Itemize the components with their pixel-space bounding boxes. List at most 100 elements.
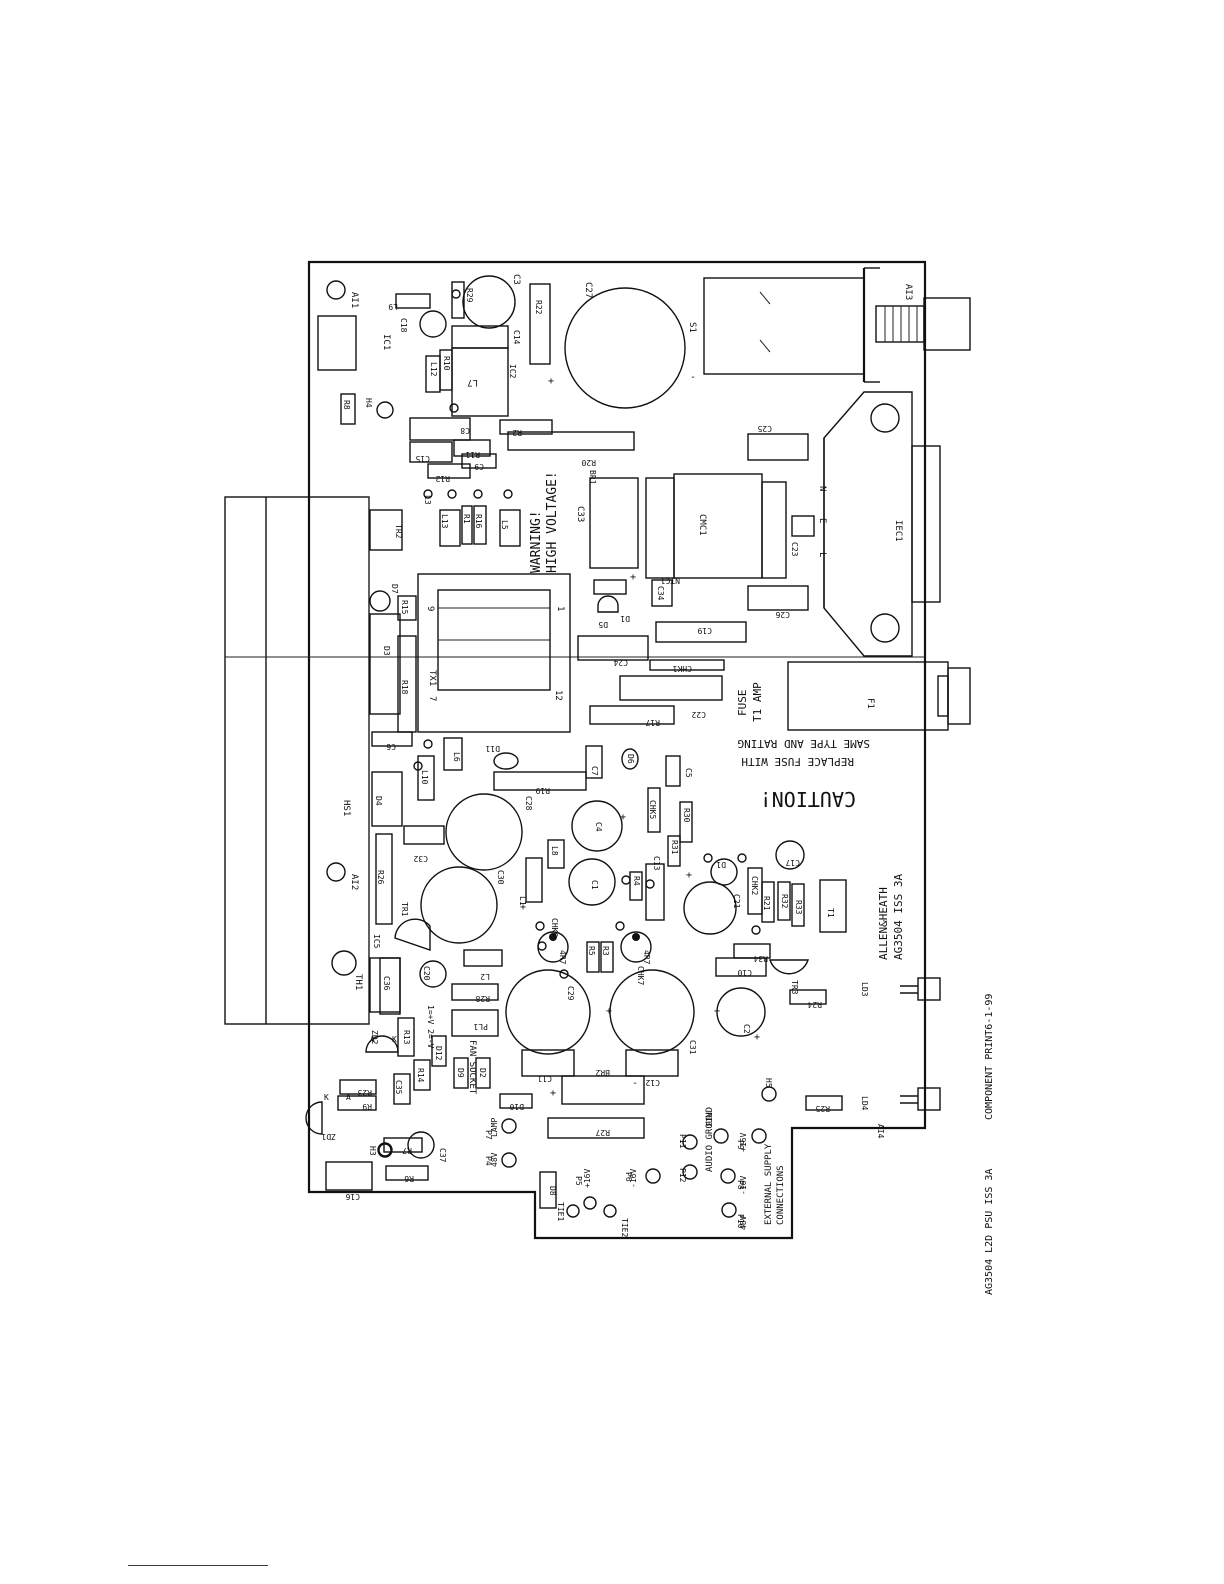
designator-r13-112: R13 (402, 1030, 411, 1045)
designator-r21-88: R21 (762, 896, 771, 911)
designator-d10-126: D10 (509, 1102, 524, 1111)
designator-c35-123: C35 (394, 1080, 403, 1095)
designator-c20-102: C20 (422, 966, 431, 981)
c10-body (715, 957, 767, 977)
pad-misc-1 (451, 289, 461, 299)
designator-d3-51: D3 (382, 646, 391, 656)
r26-body (375, 833, 393, 925)
designator-c15-19: C15 (415, 454, 430, 463)
designator-p10-147: P10 (736, 1214, 745, 1229)
fuse-label-1: FUSE (736, 690, 749, 717)
diode-d6 (621, 748, 639, 770)
designator-c21-87: C21 (732, 894, 741, 909)
r31-body (667, 835, 681, 867)
board-outline (307, 260, 927, 1240)
designator-hs1-67: HS1 (341, 800, 351, 816)
designator-d9-117: D9 (456, 1068, 465, 1078)
pad-misc-7 (423, 739, 433, 749)
designator-c27-3: C27 (583, 282, 593, 298)
designator-c18-7: C18 (399, 318, 408, 333)
designator-r12-23: R12 (435, 474, 450, 483)
designator-r34-99: R34 (753, 954, 768, 963)
zener-zd1 (305, 1101, 323, 1135)
designator-a-163: A (370, 1035, 375, 1044)
ic1 (317, 315, 357, 371)
capacitor-c21 (683, 881, 737, 935)
designator-r20-21: R20 (581, 458, 596, 467)
chk1-body (649, 659, 725, 671)
maker-line-2: AG3504 ISS 3A (892, 874, 905, 960)
designator-c14-8: C14 (512, 330, 521, 345)
designator-d8-146: D8 (548, 1186, 557, 1196)
designator-seven-53: 7 (427, 696, 437, 701)
mounting-hole-ai1 (326, 280, 346, 300)
c35-body (393, 1073, 411, 1105)
pad-h3 (378, 1143, 392, 1157)
designator-h4-16: H4 (364, 398, 373, 408)
designator-c11-119: C11 (537, 1074, 552, 1083)
r9-body (337, 1095, 377, 1111)
designator-th1-100: TH1 (353, 974, 363, 990)
designator-chk6-93: CHK6 (550, 918, 559, 937)
d9-body (453, 1057, 469, 1089)
designator-r1-28: R1 (462, 514, 471, 524)
capacitor-c2 (716, 987, 766, 1037)
audio-ground-label: AUDIO GROUND (705, 1107, 715, 1172)
pad-misc-14 (645, 879, 655, 889)
designator-l-36: L (817, 552, 827, 557)
designator-minus-158: - (632, 1078, 638, 1089)
designator-r14-116: R14 (416, 1068, 425, 1083)
pad-p13 (713, 1128, 729, 1144)
capacitor-c27 (564, 287, 686, 409)
fan-socket-label: FAN SOCKET (467, 1040, 477, 1095)
designator-l5-30: L5 (500, 520, 509, 530)
mounting-hole-h3 (377, 1142, 393, 1158)
designator-br1-24: BR1 (588, 470, 597, 485)
designator-zd2-111: ZD2 (370, 1030, 379, 1045)
designator-p4-140: P4 (484, 1156, 493, 1166)
designator-t1-90: T1 (826, 908, 835, 918)
designator-c7-61: C7 (590, 766, 599, 776)
capacitor-c17 (775, 840, 805, 870)
maker-line-1: ALLEN&HEATH (877, 887, 890, 960)
designator-c1-80: C1 (590, 880, 599, 890)
designator-l7-12: L7 (467, 377, 478, 387)
designator-c32-73: C32 (413, 854, 428, 863)
designator-br2-120: BR2 (595, 1068, 610, 1077)
designator-r23-124: R23 (357, 1088, 372, 1097)
fan-pins-label: 1=+V 2=-V (426, 1005, 435, 1049)
designator-c29-104: C29 (566, 986, 575, 1001)
p6-16v-label: -16V (629, 1169, 638, 1188)
designator-tr2-38: TR2 (394, 524, 403, 539)
designator-r30-72: R30 (682, 808, 691, 823)
capacitor-c4 (571, 800, 623, 852)
transformer-tx1 (417, 573, 571, 733)
designator-pl1-113: PL1 (473, 1022, 488, 1031)
pad-p4 (501, 1152, 517, 1168)
pad-misc-3 (423, 489, 433, 499)
d8-body (539, 1171, 557, 1209)
designator-c19-48: C19 (697, 626, 712, 635)
designator-r3-96: R3 (601, 946, 610, 956)
designator-tie1-148: TIE1 (556, 1202, 565, 1221)
designator-d6-62: D6 (626, 754, 635, 764)
r27-body (547, 1117, 645, 1139)
designator-r16-29: R16 (474, 514, 483, 529)
d10-body (499, 1093, 533, 1109)
mounting-hole-h5 (761, 1086, 777, 1102)
c11-body (521, 1049, 575, 1077)
designator-nine-46: 9 (425, 606, 435, 611)
r5-body (586, 941, 600, 973)
designator-r11-20: R11 (465, 450, 480, 459)
designator-h3-137: H3 (368, 1146, 377, 1156)
designator-p9-138: P9 (736, 1140, 745, 1150)
designator-s1-4: S1 (687, 322, 697, 333)
pad-misc-15 (703, 853, 713, 863)
transistor-tr3 (769, 959, 809, 975)
designator-plus-154: + (606, 1006, 612, 1017)
designator-d12-115: D12 (434, 1046, 443, 1061)
external-supply-label-2: CONNECTIONS (776, 1165, 786, 1225)
designator-r29-5: R29 (465, 288, 474, 303)
